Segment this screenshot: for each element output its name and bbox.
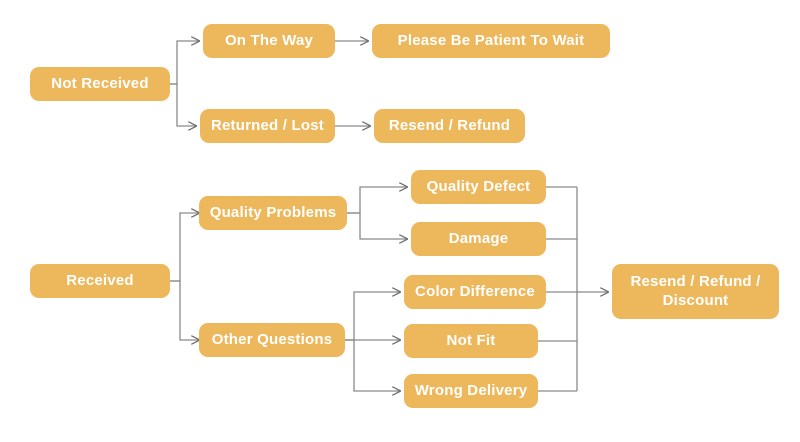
edge-received-to-other-questions <box>170 280 199 340</box>
edge-quality-problems-to-quality-defect <box>347 187 407 214</box>
edge-other-questions-to-color-difference <box>345 292 400 341</box>
edge-quality-problems-to-damage <box>347 212 407 239</box>
node-quality-problems[interactable]: Quality Problems <box>199 196 347 230</box>
edge-not-received-to-on-the-way <box>170 41 199 85</box>
node-resend-refund-discount[interactable]: Resend / Refund / Discount <box>612 264 779 319</box>
edge-not-received-to-returned-lost <box>170 83 196 126</box>
edge-received-to-quality-problems <box>170 213 199 282</box>
node-quality-defect[interactable]: Quality Defect <box>411 170 546 204</box>
node-resend-refund[interactable]: Resend / Refund <box>374 109 525 143</box>
node-not-fit[interactable]: Not Fit <box>404 324 538 358</box>
node-not-received[interactable]: Not Received <box>30 67 170 101</box>
node-wrong-delivery[interactable]: Wrong Delivery <box>404 374 538 408</box>
node-other-questions[interactable]: Other Questions <box>199 323 345 357</box>
edge-other-questions-to-wrong-delivery <box>345 339 400 391</box>
node-received[interactable]: Received <box>30 264 170 298</box>
node-returned-lost[interactable]: Returned / Lost <box>200 109 335 143</box>
node-please-be-patient-to-wait[interactable]: Please Be Patient To Wait <box>372 24 610 58</box>
node-on-the-way[interactable]: On The Way <box>203 24 335 58</box>
node-color-difference[interactable]: Color Difference <box>404 275 546 309</box>
node-damage[interactable]: Damage <box>411 222 546 256</box>
